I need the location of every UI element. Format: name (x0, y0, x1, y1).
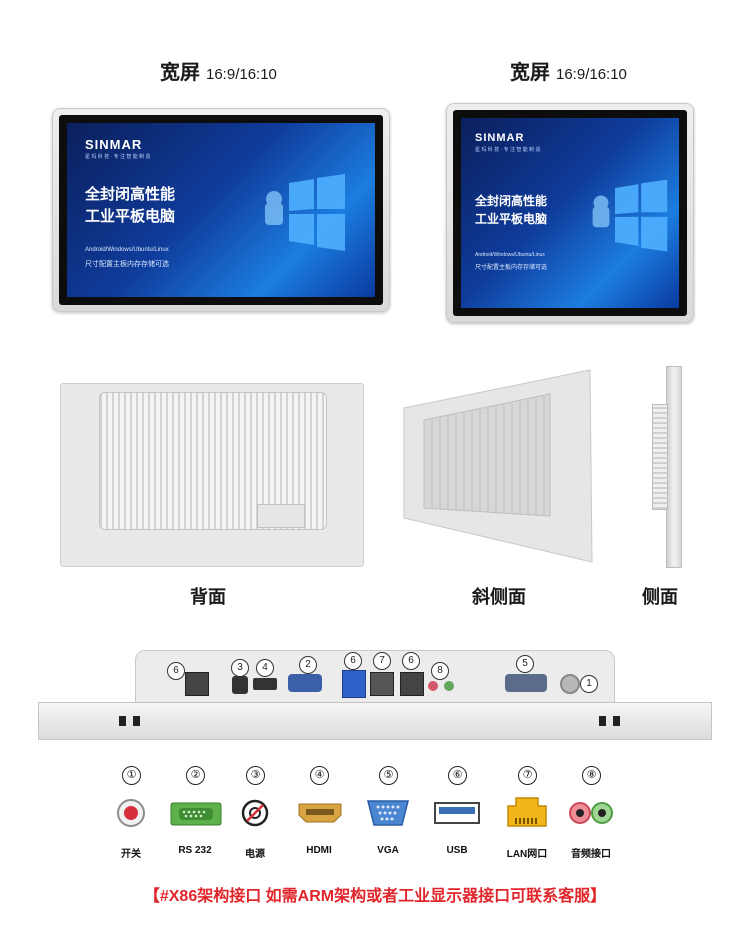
io-number: 6 (344, 652, 362, 670)
io-number: 2 (299, 656, 317, 674)
tablet-bezel: SINMAR 星 玛 科 技 · 专 注 智 能 制 造 全封闭高性能 工业平板… (59, 115, 383, 305)
vga-port-icon (367, 800, 409, 826)
windows-android-logo-icon (592, 179, 668, 252)
screen-os-line: Android/Windows/Ubuntu/Linux (85, 247, 169, 253)
legend-label: HDMI (306, 845, 332, 856)
mount-slot (613, 716, 620, 726)
audio-out-jack (428, 681, 438, 691)
caption-back: 背面 (190, 587, 226, 607)
dc-power-port (232, 676, 248, 694)
io-number: 1 (580, 675, 598, 693)
legend-number: ⑧ (582, 766, 601, 785)
mount-slot (133, 716, 140, 726)
screen-title-1: 全封闭高性能 (85, 186, 176, 203)
caption-side: 侧面 (642, 587, 678, 607)
screen-title-2: 工业平板电脑 (475, 212, 548, 226)
legend-number: ⑦ (518, 766, 537, 785)
legend-label: RS 232 (178, 845, 212, 856)
dc-power-icon (241, 799, 269, 827)
heading-sub: 16:9/16:10 (206, 66, 277, 83)
legend-number: ⑤ (379, 766, 398, 785)
io-number: 3 (231, 659, 249, 677)
windows-android-logo-icon (265, 174, 345, 251)
legend-number: ③ (246, 766, 265, 785)
mount-slot (119, 716, 126, 726)
io-number: 6 (167, 662, 185, 680)
screen-os-line: Android/Windows/Ubuntu/Linux (475, 252, 545, 258)
brand-tagline: 星 玛 科 技 · 专 注 智 能 制 造 (85, 154, 151, 160)
screen-title-2: 工业平板电脑 (85, 208, 176, 225)
usb-port-pair (400, 672, 424, 696)
usb-port-pair (185, 672, 209, 696)
caption-oblique: 斜侧面 (472, 587, 526, 607)
audio-in-jack (444, 681, 454, 691)
power-button[interactable] (560, 674, 580, 694)
legend-number: ④ (310, 766, 329, 785)
io-number: 5 (516, 655, 534, 673)
heading-sub: 16:9/16:10 (556, 66, 627, 83)
vga-port (288, 674, 322, 692)
legend-label: USB (446, 845, 468, 856)
legend-number: ① (122, 766, 141, 785)
usb-port-icon (434, 802, 480, 824)
lan-port (370, 672, 394, 696)
footer-note: 【#X86架构接口 如需ARM架构或者工业显示器接口可联系客服】 (143, 888, 607, 905)
side-view-frame (666, 366, 682, 568)
usb3-port-pair (342, 670, 366, 698)
legend-number: ⑥ (448, 766, 467, 785)
tablet-screen: SINMAR 星 玛 科 技 · 专 注 智 能 制 造 全封闭高性能 工业平板… (461, 118, 679, 308)
heading-main: 宽屏 (510, 62, 550, 84)
side-view-heatsink (652, 404, 668, 510)
io-number: 7 (373, 652, 391, 670)
heading-wide-16-9: 宽屏 16:9/16:10 (160, 56, 277, 85)
heading-main: 宽屏 (160, 62, 200, 84)
tablet-screen: SINMAR 星 玛 科 技 · 专 注 智 能 制 造 全封闭高性能 工业平板… (67, 123, 375, 297)
io-number: 6 (402, 652, 420, 670)
hdmi-port-icon (298, 803, 342, 823)
legend-label: LAN网口 (506, 849, 548, 860)
io-number: 8 (431, 662, 449, 680)
screen-title-1: 全封闭高性能 (475, 194, 548, 208)
power-switch-icon (117, 799, 145, 827)
screen-desc-line: 尺寸配置主板内存存储可选 (475, 265, 548, 271)
legend-number: ② (186, 766, 205, 785)
tablet-bezel: SINMAR 星 玛 科 技 · 专 注 智 能 制 造 全封闭高性能 工业平板… (453, 110, 687, 316)
io-number: 4 (256, 659, 274, 677)
tablet-front-square: SINMAR 星 玛 科 技 · 专 注 智 能 制 造 全封闭高性能 工业平板… (446, 103, 694, 323)
hdmi-port (253, 678, 277, 690)
brand-logo: SINMAR (85, 137, 143, 152)
tablet-front-wide: SINMAR 星 玛 科 技 · 专 注 智 能 制 造 全封闭高性能 工业平板… (52, 108, 390, 312)
legend-label: 音频接口 (571, 849, 611, 860)
legend-label: 开关 (121, 849, 141, 860)
mount-slot (599, 716, 606, 726)
io-panel-frame (38, 702, 712, 740)
brand-logo: SINMAR (475, 132, 525, 144)
lan-port-icon (507, 797, 547, 827)
audio-jack-icon (569, 802, 613, 824)
brand-tagline: 星 玛 科 技 · 专 注 智 能 制 造 (475, 147, 541, 153)
legend-label: VGA (377, 845, 399, 856)
heading-square: 宽屏 16:9/16:10 (510, 56, 627, 85)
rs232-port-icon (170, 802, 222, 826)
rs232-port (505, 674, 547, 692)
back-cover-plate (257, 504, 305, 528)
legend-label: 电源 (245, 849, 265, 860)
oblique-view-panel (403, 369, 593, 563)
screen-desc-line: 尺寸配置主板内存存储可选 (85, 261, 169, 268)
back-view-panel (60, 383, 364, 567)
